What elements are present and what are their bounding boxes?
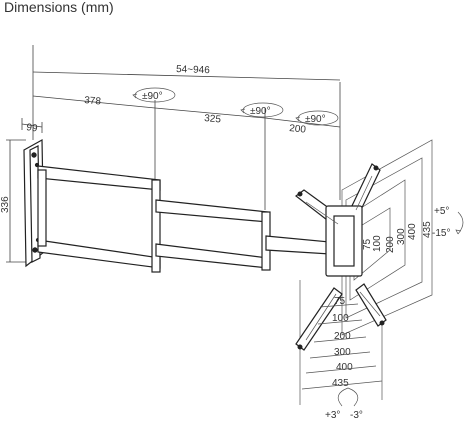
diagram-title: Dimensions (mm) <box>4 0 114 15</box>
arm-segment-2 <box>155 199 271 271</box>
tilt-indicator: +5° -15° <box>432 206 464 239</box>
rotation-badge-2: ±90° <box>240 102 284 118</box>
vesa-h-400: 400 <box>336 362 353 373</box>
swivel-indicator: +3° -3° <box>325 387 363 421</box>
rotation-label-1: ±90° <box>142 91 163 102</box>
swivel-left-label: +3° <box>325 410 340 421</box>
arm-segment-1 <box>37 165 161 273</box>
plate-height-label: 336 <box>0 196 11 213</box>
tilt-up-label: +5° <box>434 206 449 217</box>
arm1-label: 378 <box>84 95 102 107</box>
swivel-right-label: -3° <box>350 410 363 421</box>
vesa-h-100: 100 <box>332 313 349 324</box>
overall-reach-label: 54~946 <box>176 64 210 76</box>
vesa-h-435: 435 <box>332 378 349 389</box>
tv-bracket <box>295 163 387 351</box>
plate-width-label: 99 <box>26 122 39 135</box>
rotation-label-3: ±90° <box>305 114 326 125</box>
vesa-v-200: 200 <box>385 236 396 253</box>
vesa-horizontal-labels: 75 100 200 300 400 435 <box>301 296 383 390</box>
vesa-h-75: 75 <box>334 296 346 307</box>
arm-segment-dimensions: 378 325 200 <box>32 95 341 210</box>
vesa-h-300: 300 <box>334 347 351 358</box>
vesa-v-300: 300 <box>396 228 407 245</box>
arm2-label: 325 <box>204 113 222 125</box>
vesa-v-435: 435 <box>422 221 433 238</box>
tilt-down-label: -15° <box>432 228 450 239</box>
arm-segment-3 <box>265 235 331 255</box>
wall-plate-dimensions: 99 336 <box>0 118 43 263</box>
vesa-vertical-labels: 75 100 200 300 400 435 <box>362 221 433 253</box>
rotation-badge-3: ±90° <box>295 110 339 126</box>
overall-reach-dimension: 54~946 <box>32 45 341 200</box>
vesa-v-100: 100 <box>372 235 383 252</box>
arm3-label: 200 <box>289 123 307 136</box>
rotation-label-2: ±90° <box>250 106 271 117</box>
vesa-v-75: 75 <box>362 238 373 250</box>
vesa-h-200: 200 <box>334 331 351 342</box>
rotation-badge-1: ±90° <box>132 87 176 103</box>
vesa-v-400: 400 <box>407 223 418 240</box>
